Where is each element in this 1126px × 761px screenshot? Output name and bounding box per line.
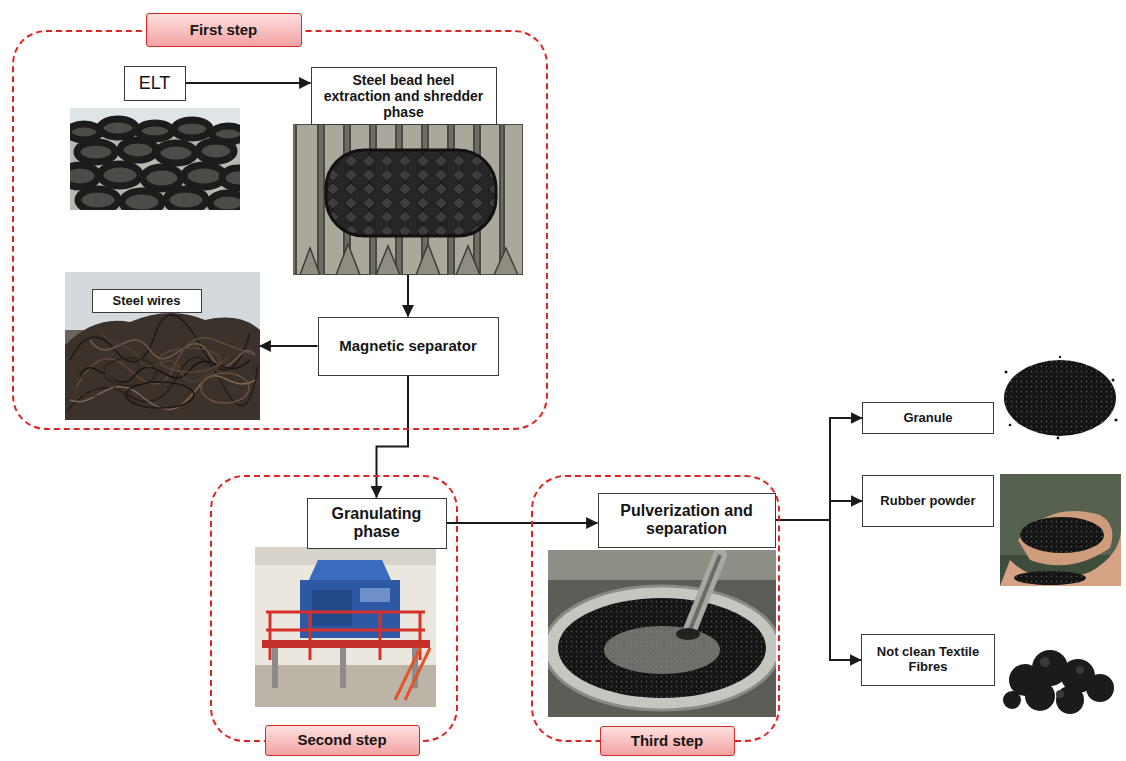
box-label: Pulverization and separation <box>605 502 769 539</box>
flow-arrow <box>776 418 863 520</box>
process-box: ELT <box>124 66 186 101</box>
output-label-box: Steel wires <box>92 289 202 314</box>
flow-arrow <box>377 376 409 498</box>
step-label: Third step <box>631 732 704 749</box>
process-box: Pulverization and separation <box>598 493 776 548</box>
flow-arrow <box>776 520 862 660</box>
shredder-photo <box>293 124 523 275</box>
flow-arrow <box>447 522 598 524</box>
step-region: First stepELTSteel bead heel extraction … <box>12 30 548 430</box>
box-label: Granule <box>903 411 952 426</box>
box-label: Granulating phase <box>314 505 440 542</box>
flow-arrow <box>260 345 318 347</box>
box-label: Not clean Textile Fibres <box>868 645 988 675</box>
step-label: First step <box>190 21 258 38</box>
step-label: Second step <box>297 731 386 748</box>
process-box: Steel bead heel extraction and shredder … <box>311 67 497 125</box>
process-box: Granule <box>862 402 994 434</box>
step-tab: Third step <box>600 726 735 756</box>
step-region: Second stepGranulating phase <box>210 475 458 742</box>
process-box: Rubber powder <box>862 475 994 527</box>
pulverizer-photo <box>548 550 776 717</box>
box-label: Rubber powder <box>880 494 975 509</box>
step-region: Third stepPulverization and separation <box>531 475 780 742</box>
process-box: Granulating phase <box>307 498 447 549</box>
output-node: Steel wires <box>65 272 260 420</box>
rubber-powder-photo <box>1000 474 1121 586</box>
box-label: Steel bead heel extraction and shredder … <box>318 72 490 120</box>
step-tab: Second step <box>265 725 420 756</box>
flow-arrow <box>776 501 863 520</box>
steel-wires-photo <box>65 272 260 420</box>
tire-pile-photo <box>70 108 240 210</box>
box-label: ELT <box>139 73 171 94</box>
process-box: Magnetic separator <box>318 317 499 376</box>
granule-photo <box>1000 355 1121 440</box>
process-box: Not clean Textile Fibres <box>861 634 995 686</box>
box-label: Magnetic separator <box>339 337 477 354</box>
step-tab: First step <box>146 13 302 47</box>
flow-arrow <box>186 82 311 84</box>
textile-fibres-photo <box>1000 634 1121 717</box>
box-label: Steel wires <box>113 294 181 309</box>
granulator-photo <box>255 547 436 707</box>
